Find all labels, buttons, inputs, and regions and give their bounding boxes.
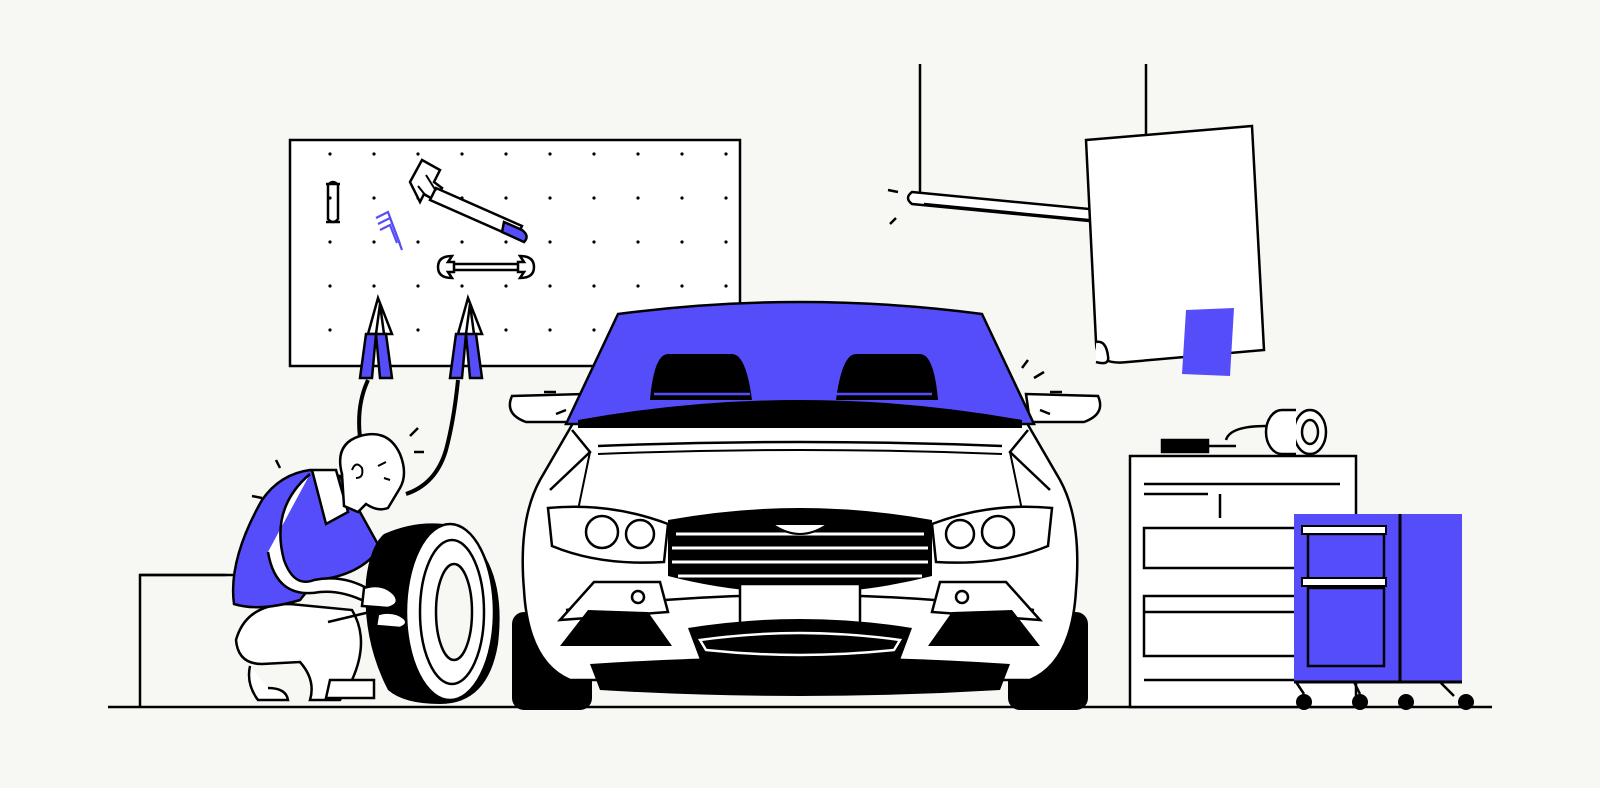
hanging-poster-icon <box>1084 124 1266 376</box>
tire-icon <box>365 522 500 704</box>
car-front-icon <box>508 300 1102 710</box>
rolling-cart-icon <box>1294 514 1474 710</box>
tape-roll-icon <box>1264 408 1328 456</box>
bone-wrench-icon <box>326 180 340 224</box>
mechanic-figure-icon <box>231 427 500 704</box>
hex-keys-icon <box>375 210 404 251</box>
combination-wrench-icon <box>436 254 536 280</box>
box-icon <box>138 573 236 707</box>
pipe-wrench-icon <box>408 158 528 244</box>
